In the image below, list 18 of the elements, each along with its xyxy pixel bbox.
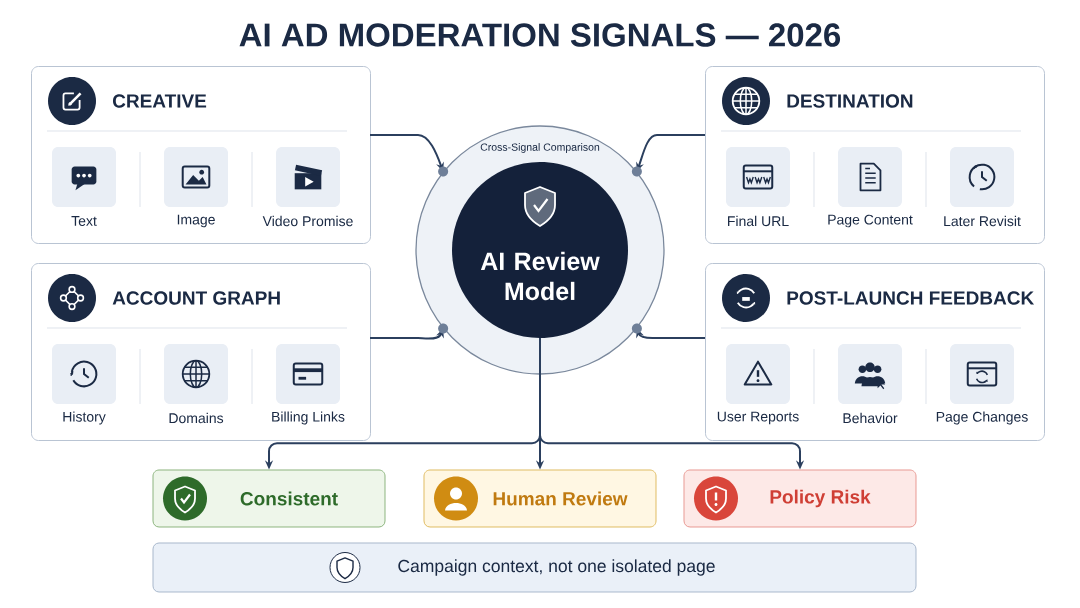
tile-label: Page Changes <box>936 411 1028 425</box>
tile-label: Page Content <box>828 214 913 228</box>
tile-label: Image <box>177 214 215 228</box>
tile-label: Domains <box>169 412 224 424</box>
panel-heading: CREATIVE <box>113 94 207 108</box>
tile-label: History <box>63 411 106 425</box>
panel-heading: ACCOUNT GRAPH <box>112 291 280 305</box>
tile-label: Billing Links <box>272 411 345 425</box>
tile-label: Final URL <box>728 215 789 227</box>
tile-label: Video Promise <box>262 215 353 227</box>
tile-label: Behavior <box>843 412 898 424</box>
note-bar: Campaign context, not one isolated page <box>152 542 917 593</box>
tile-label: User Reports <box>717 411 799 425</box>
tile-label: Text <box>71 216 97 226</box>
title: AI AD MODERATION SIGNALS — 2026 <box>239 23 841 47</box>
tile-label: Later Revisit <box>944 215 1021 227</box>
panel-heading: POST-LAUNCH FEEDBACK <box>787 291 1035 305</box>
panel-heading: DESTINATION <box>787 94 913 108</box>
